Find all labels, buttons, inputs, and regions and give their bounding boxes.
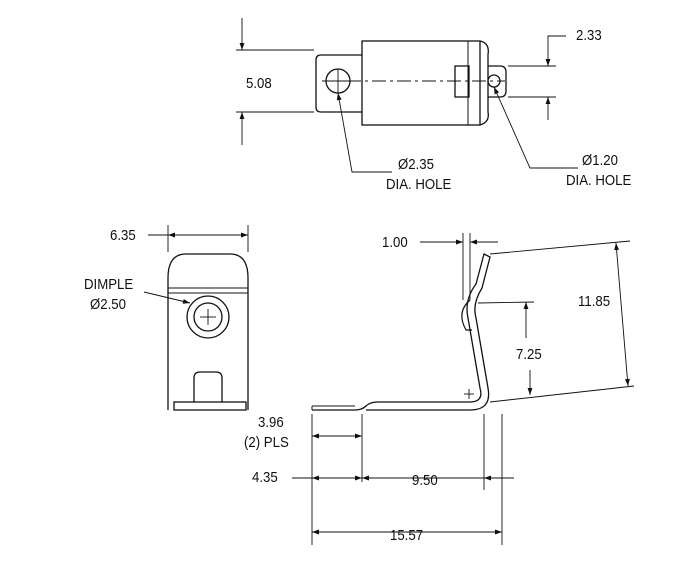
dim-bend-label: 9.50 bbox=[412, 472, 438, 489]
dimple bbox=[186, 295, 230, 339]
top-view bbox=[236, 18, 578, 173]
side-profile bbox=[312, 253, 491, 411]
dim-foot-2-label: 4.35 bbox=[252, 469, 278, 486]
hole-small-dia-label: Ø1.20 bbox=[582, 152, 618, 169]
dim-dimple-height-label: 7.25 bbox=[516, 346, 542, 363]
dim-width-label: 6.35 bbox=[110, 227, 136, 244]
side-view bbox=[292, 233, 635, 545]
top-curl bbox=[479, 40, 489, 126]
top-slot bbox=[454, 65, 470, 98]
hole-small-note-label: DIA. HOLE bbox=[566, 172, 632, 189]
top-right-tab bbox=[488, 65, 507, 98]
dim-foot-note-label: (2) PLS bbox=[244, 434, 289, 451]
front-view bbox=[143, 225, 249, 411]
top-left-tab bbox=[315, 54, 362, 113]
dim-thickness-label: 1.00 bbox=[382, 234, 408, 251]
dim-height-label: 5.08 bbox=[246, 75, 272, 92]
dim-tab-width-label: 2.33 bbox=[576, 27, 602, 44]
front-slot bbox=[193, 371, 223, 402]
dim-foot-label: 3.96 bbox=[258, 414, 284, 431]
dim-overall-length-label: 15.57 bbox=[390, 527, 424, 544]
hole-large-dia-label: Ø2.35 bbox=[398, 156, 434, 173]
front-foot bbox=[173, 401, 247, 411]
dimple-dia-label: Ø2.50 bbox=[90, 296, 126, 313]
top-body bbox=[361, 40, 481, 126]
hole-large-note-label: DIA. HOLE bbox=[386, 176, 452, 193]
dim-overall-height-label: 11.85 bbox=[578, 293, 611, 310]
front-body bbox=[167, 253, 249, 410]
dimple-label: DIMPLE bbox=[84, 276, 134, 293]
